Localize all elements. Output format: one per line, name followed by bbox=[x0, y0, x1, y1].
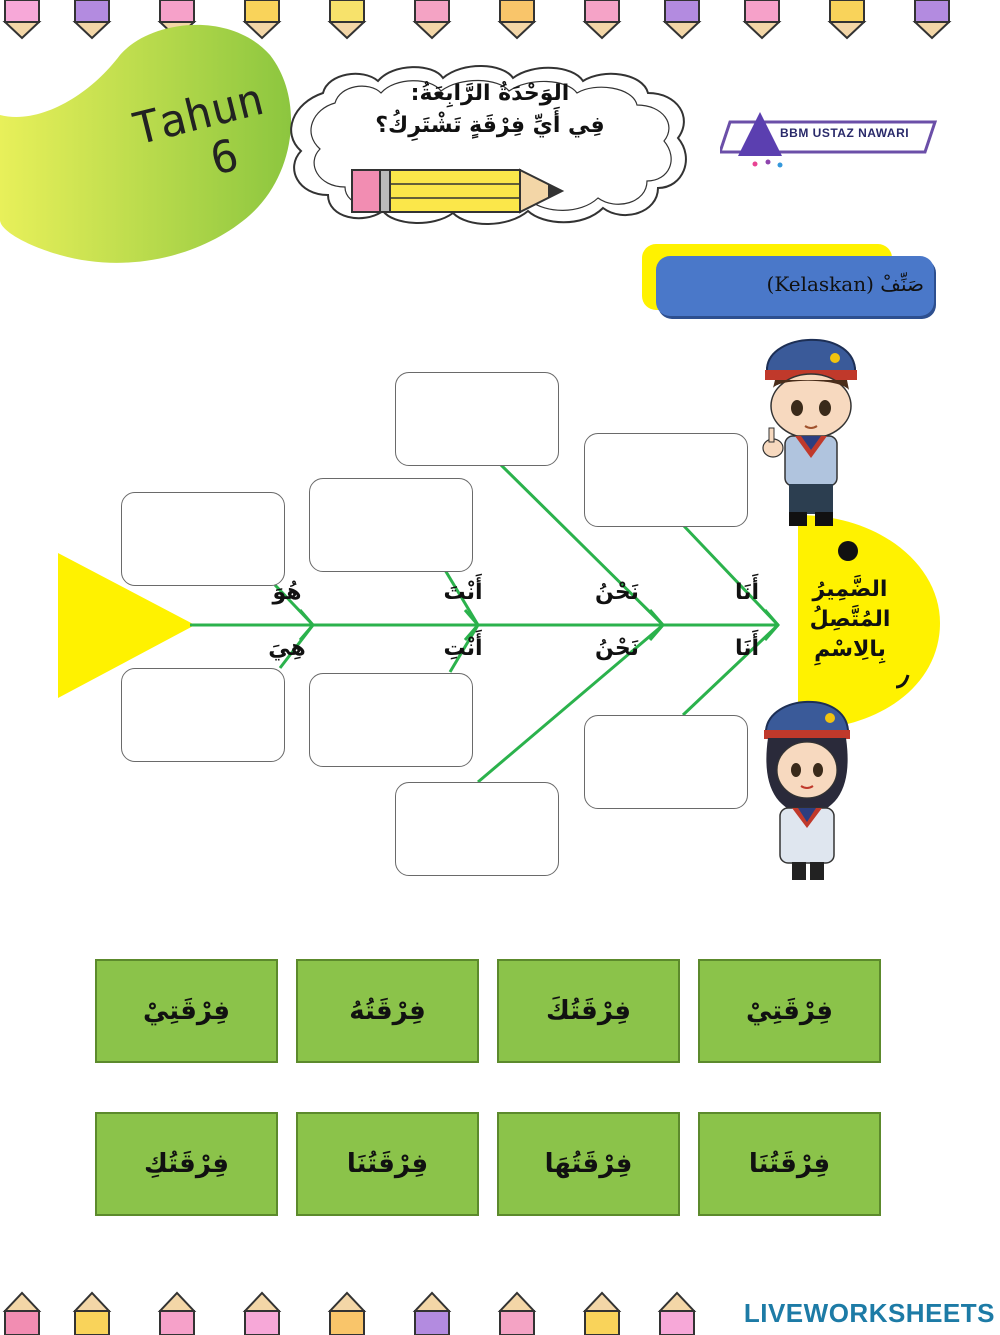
word-card-r2-1[interactable]: فِرْقَتُكِ bbox=[95, 1112, 278, 1216]
instruction-text: صَنِّفْ (Kelaskan) bbox=[766, 272, 924, 296]
word-card-r2-4[interactable]: فِرْقَتُنَا bbox=[698, 1112, 881, 1216]
word-card-r2-3[interactable]: فِرْقَتُهَا bbox=[497, 1112, 680, 1216]
label-nahnu-top: نَحْنُ bbox=[595, 580, 639, 605]
label-ana-bottom: أَنَا bbox=[734, 636, 760, 661]
girl-scout-image bbox=[764, 700, 850, 880]
word-card-r1-1[interactable]: فِرْقَتِيْ bbox=[95, 959, 278, 1063]
brand-text: BBM USTAZ NAWARI bbox=[780, 126, 910, 140]
pencil-border-bottom bbox=[0, 1290, 1000, 1335]
word-card-r2-2[interactable]: فِرْقَتُنَا bbox=[296, 1112, 479, 1216]
pencil-icon bbox=[351, 168, 565, 214]
instruction-box bbox=[656, 256, 934, 316]
fish-head bbox=[798, 515, 940, 730]
pencil-icon-group bbox=[2, 0, 952, 40]
drop-box-lower-2[interactable] bbox=[309, 673, 473, 767]
grade-blob bbox=[0, 24, 292, 263]
label-huwa: هُوَ bbox=[272, 580, 302, 605]
fish-head-title: الضَّمِيرُ المُتَّصِلُ بِالِاسْمِ bbox=[809, 577, 891, 662]
drop-box-lower-3[interactable] bbox=[584, 715, 748, 809]
label-nahnu-bottom: نَحْنُ bbox=[595, 636, 639, 661]
pencil-border-top bbox=[0, 0, 1000, 40]
word-card-r1-4[interactable]: فِرْقَتِيْ bbox=[698, 959, 881, 1063]
brand-logo bbox=[720, 112, 938, 168]
drop-box-upper-1[interactable] bbox=[395, 372, 559, 466]
label-ana-top: أَنَا bbox=[734, 580, 760, 605]
label-hiya: هِيَ bbox=[268, 636, 306, 661]
label-anti: أَنْتِ bbox=[443, 636, 483, 661]
fish-eye bbox=[838, 541, 858, 561]
watermark: LIVEWORKSHEETS bbox=[743, 1298, 995, 1328]
word-card-r1-3[interactable]: فِرْقَتُكَ bbox=[497, 959, 680, 1063]
boy-scout-image bbox=[762, 338, 857, 526]
drop-box-upper-4[interactable] bbox=[309, 478, 473, 572]
drop-box-lower-1[interactable] bbox=[121, 668, 285, 762]
drop-box-upper-3[interactable] bbox=[121, 492, 285, 586]
drop-box-lower-4[interactable] bbox=[395, 782, 559, 876]
word-card-r1-2[interactable]: فِرْقَتُهُ bbox=[296, 959, 479, 1063]
fish-tail bbox=[58, 553, 195, 698]
label-anta: أَنْتَ bbox=[443, 580, 483, 605]
fishbone-diagram bbox=[58, 460, 780, 784]
drop-box-upper-2[interactable] bbox=[584, 433, 748, 527]
unit-title: الوَحْدَةُ الرَّابِعَةُ: فِي أَيِّ فِرْق… bbox=[375, 81, 605, 138]
